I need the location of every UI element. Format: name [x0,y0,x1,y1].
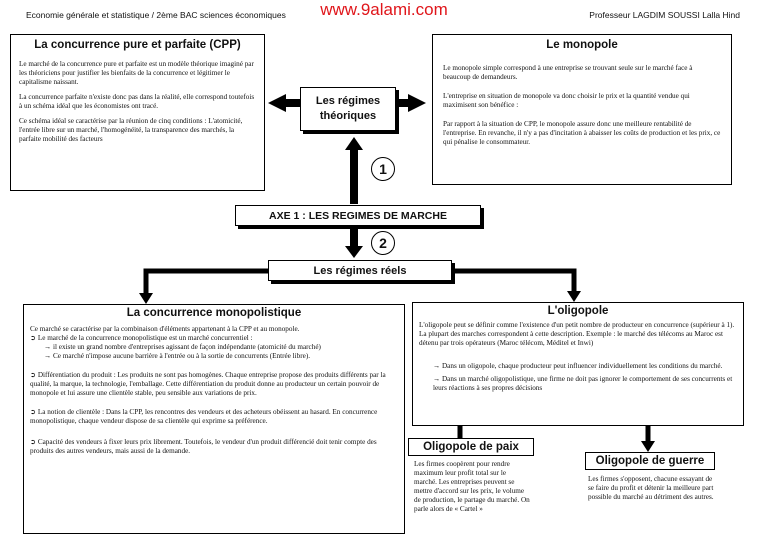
regimes-theoriques-line1: Les régimes [315,95,381,107]
paix-title: Oligopole de paix [423,441,519,453]
oligopole-title: L'oligopole [547,305,609,317]
step-number-2: 2 [371,231,395,255]
oligopole-arrow-2: → Dans un marché oligopolistique, une fi… [433,375,733,392]
cpp-paragraph-1: Le marché de la concurrence pure et parf… [19,60,254,86]
axe-title-box: AXE 1 : LES REGIMES DE MARCHE [235,205,481,226]
arrow-down-guerre-icon [641,441,655,452]
cpp-title: La concurrence pure et parfaite (CPP) [34,39,241,51]
monopolistique-bullet-3: ➲ La notion de clientèle : Dans la CPP, … [30,408,378,425]
arrow-down-monopolistique-icon [139,293,153,304]
regimes-theoriques-line2: théoriques [319,110,377,122]
monopolistique-bullet-1b: → Ce marché n'impose aucune barrière à l… [44,352,311,360]
step-number-1: 1 [371,157,395,181]
regimes-reels-title: Les régimes réels [313,264,407,277]
oligopole-paragraph-1: L'oligopole peut se définir comme l'exis… [419,321,735,329]
paix-title-box: Oligopole de paix [408,438,534,456]
oligopole-box: L'oligopole L'oligopole peut se définir … [412,302,744,426]
monopolistique-intro: Ce marché se caractérise par la combinai… [30,325,300,333]
header-teacher: Professeur LAGDIM SOUSSI Lalla Hind [589,10,740,20]
arrow-down-oligopole-icon [567,291,581,302]
arrow-left-icon [268,94,300,112]
cpp-paragraph-3: Ce schéma idéal se caractérise par la ré… [19,117,243,143]
cpp-paragraph-2: La concurrence parfaite n'existe donc pa… [19,93,255,110]
oligopole-paragraph-2: La plupart des marches correspondent à c… [419,330,723,347]
arrow-up-icon [345,137,363,150]
monopole-box: Le monopole Le monopole simple correspon… [432,34,732,185]
monopolistique-box: La concurrence monopolistique Ce marché … [23,304,405,534]
monopolistique-bullet-2: ➲ Différentiation du produit : Les produ… [30,371,386,397]
guerre-title-box: Oligopole de guerre [585,452,715,470]
arrow-down-icon [345,246,363,258]
arrow-right-icon [396,94,426,112]
header-course: Economie générale et statistique / 2ème … [26,10,286,20]
monopolistique-bullet-1a: → il existe un grand nombre d'entreprise… [44,343,321,351]
monopole-paragraph-2: L'entreprise en situation de monopole va… [443,92,690,109]
monopole-paragraph-3: Par rapport à la situation de CPP, le mo… [443,120,721,146]
header-website[interactable]: www.9alami.com [320,0,448,19]
monopolistique-title: La concurrence monopolistique [126,307,302,319]
guerre-title: Oligopole de guerre [595,455,705,467]
monopolistique-bullet-1: ➲ Le marché de la concurrence monopolist… [30,334,253,342]
guerre-text: Les firmes s'opposent, chacune essayant … [588,475,714,501]
oligopole-arrow-1: → Dans un oligopole, chaque producteur p… [433,362,723,370]
monopolistique-bullet-4: ➲ Capacité des vendeurs à fixer leurs pr… [30,438,377,455]
paix-text: Les firmes coopèrent pour rendre maximum… [414,460,530,513]
regimes-theoriques-box: Les régimes théoriques [300,87,396,131]
regimes-reels-box: Les régimes réels [268,260,452,281]
monopole-title: Le monopole [546,39,618,51]
monopole-paragraph-1: Le monopole simple correspond à une entr… [443,64,693,81]
axe-title: AXE 1 : LES REGIMES DE MARCHE [269,209,447,222]
cpp-box: La concurrence pure et parfaite (CPP) Le… [10,34,265,191]
